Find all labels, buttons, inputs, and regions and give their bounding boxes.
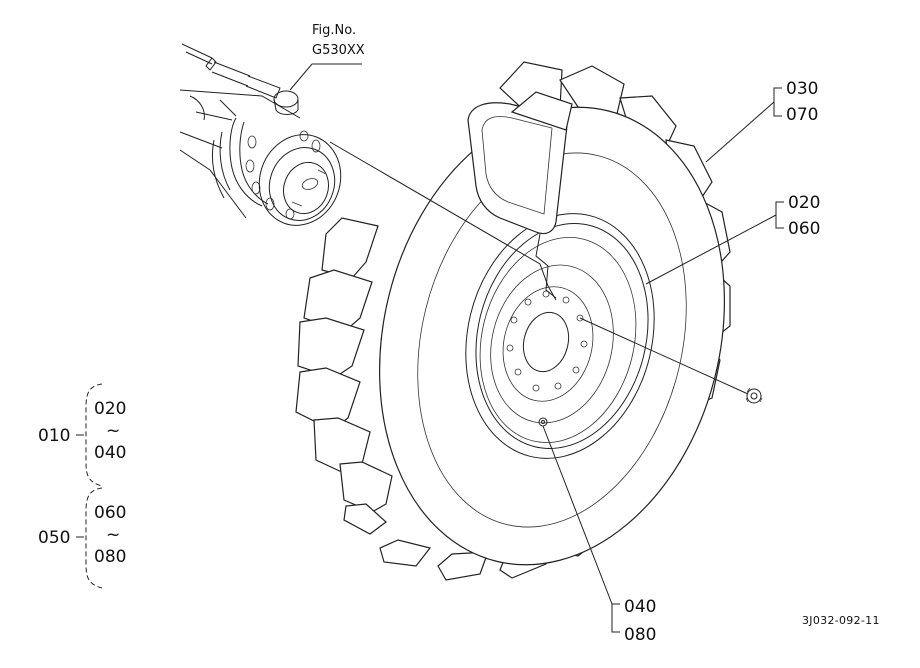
assembly-range-tilde: ~: [106, 421, 120, 441]
drawing-code: 3J032-092-11: [802, 614, 880, 627]
callout-070: 070: [786, 105, 818, 125]
assembly-parent-label: 050: [38, 528, 70, 548]
assembly-from-label: 060: [94, 503, 126, 523]
assembly-group-050: 050 060 ~ 080: [38, 487, 126, 589]
wheel-nut: [745, 387, 763, 404]
assembly-centerline: [329, 141, 557, 301]
fig-no-label: Fig.No.: [312, 23, 356, 38]
assembly-range-tilde: ~: [106, 525, 120, 545]
leader-lines: [289, 63, 784, 633]
callout-040: 040: [624, 597, 656, 617]
wheel-tire-assembly: [295, 61, 731, 581]
fig-no-value: G530XX: [312, 43, 365, 58]
assembly-to-label: 080: [94, 547, 126, 567]
assembly-parent-label: 010: [38, 426, 70, 446]
callout-060: 060: [788, 219, 820, 239]
callout-030: 030: [786, 79, 818, 99]
assembly-group-010: 010 020 ~ 040: [38, 383, 126, 487]
assembly-from-label: 020: [94, 399, 126, 419]
axle-hub-assembly: [179, 43, 342, 226]
assembly-to-label: 040: [94, 443, 126, 463]
callout-020: 020: [788, 193, 820, 213]
callout-080: 080: [624, 625, 656, 645]
